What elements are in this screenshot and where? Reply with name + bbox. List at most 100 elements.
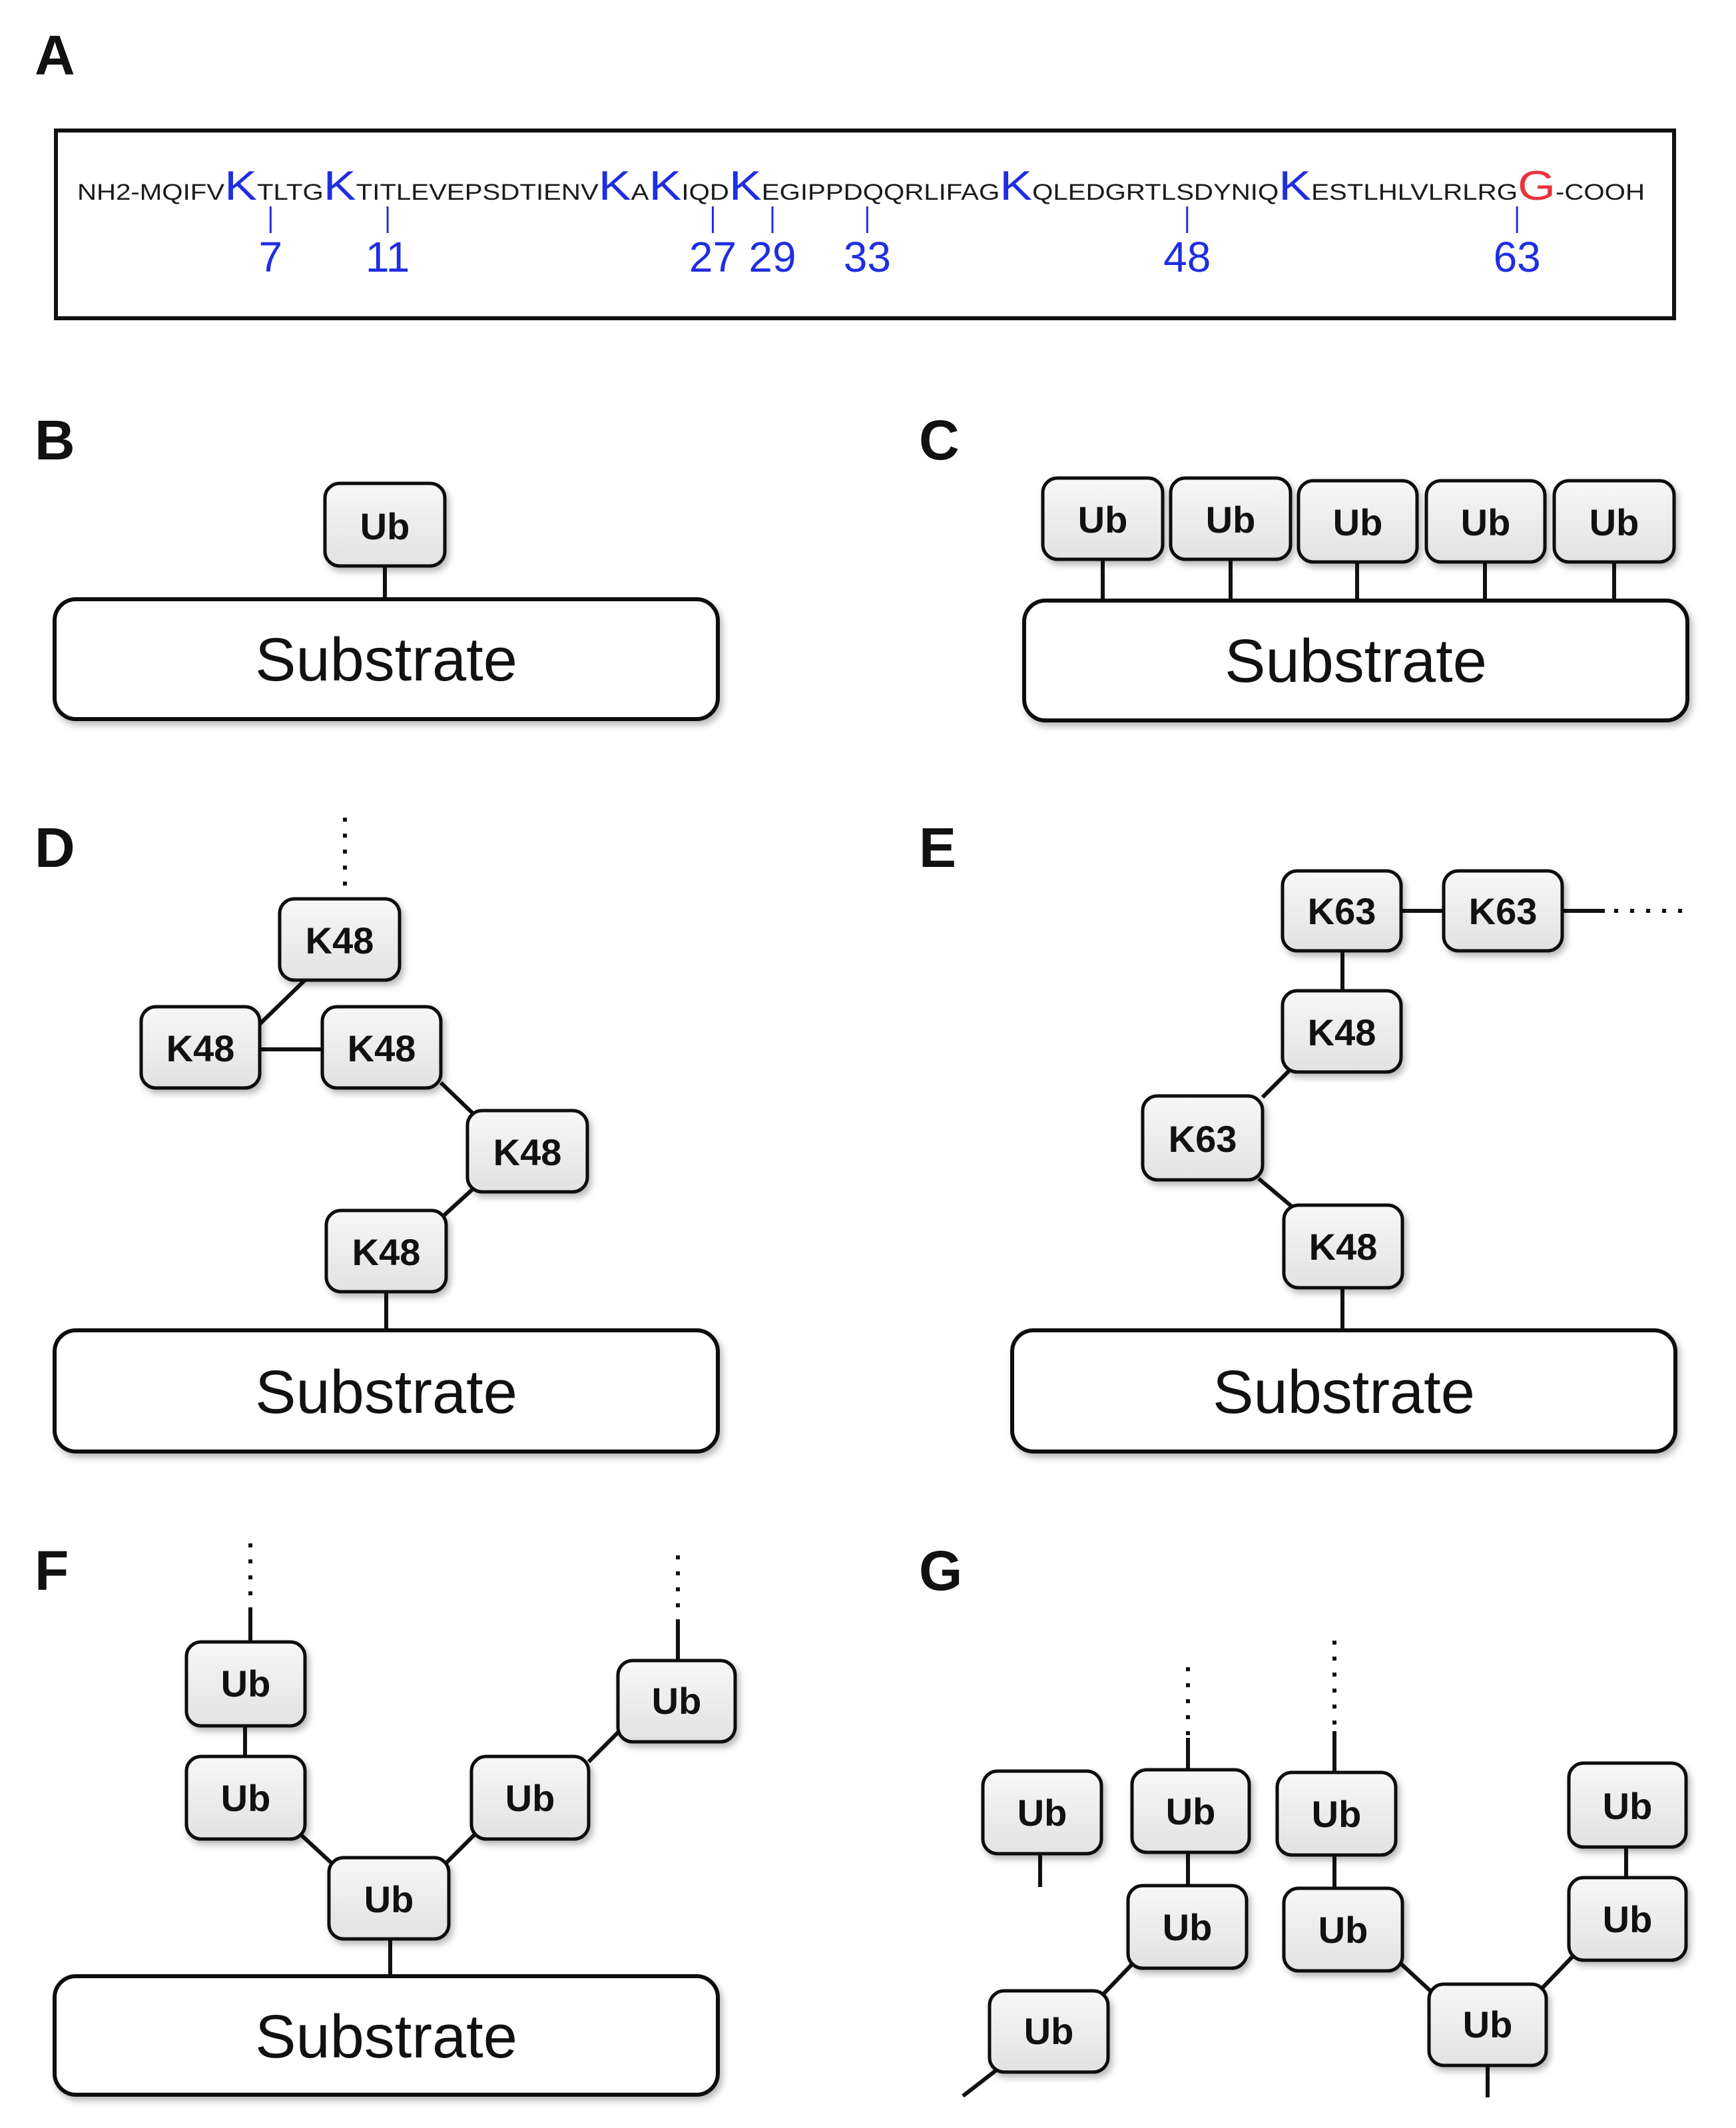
k48-label: K48 [352, 1231, 421, 1273]
ub-box [1130, 1768, 1251, 1854]
link-line [1539, 1954, 1575, 1992]
ub-box [469, 1754, 591, 1841]
link-line [1257, 1177, 1293, 1208]
k48-label: K48 [306, 920, 374, 961]
ub-label: Ub [1590, 501, 1639, 543]
k63-label: K63 [1169, 1118, 1237, 1160]
link-line [441, 1186, 476, 1218]
panel-letter-c: C [919, 409, 960, 471]
ub-box [1567, 1761, 1688, 1849]
lysine-number: 63 [1494, 233, 1541, 281]
panel-d: D K48 K48 K48 K48 K48 Substrate [35, 816, 720, 1454]
link-line [443, 1830, 479, 1866]
lysine-number: 7 [259, 233, 283, 281]
ub-box [981, 1769, 1103, 1856]
ub-label: Ub [505, 1777, 555, 1819]
ub-label: Ub [1463, 2003, 1513, 2045]
ub-label: Ub [1312, 1793, 1362, 1835]
sequence-segment: IQD [681, 180, 728, 205]
ub-label: Ub [1603, 1785, 1653, 1827]
sequence-segment: -COOH [1556, 180, 1645, 205]
k63-ub-box [1442, 869, 1564, 953]
k63-ub-box [1141, 1094, 1265, 1182]
sequence-segment: QLEDGRTLSDYNIQ [1032, 180, 1279, 205]
k48-ub-box [324, 1208, 448, 1294]
k48-label: K48 [493, 1131, 562, 1173]
k48-ub-box [320, 1005, 443, 1090]
link-line [296, 1830, 335, 1866]
lysine-residue: K [324, 163, 356, 209]
substrate-box [1010, 1328, 1677, 1454]
ub-label: Ub [1163, 1906, 1213, 1948]
residue-numbers: 7112729334863Gly-76 [259, 206, 1541, 281]
ub-box [1552, 479, 1676, 564]
k48-ub-box [139, 1005, 262, 1090]
substrate-label: Substrate [255, 626, 517, 694]
substrate-box [53, 1974, 720, 2097]
ub-label: Ub [1318, 1909, 1368, 1951]
k48-label: K48 [1308, 1011, 1376, 1053]
ub-label: Ub [221, 1663, 271, 1705]
k48-label: K48 [1309, 1226, 1378, 1268]
lysine-residue: K [1000, 163, 1032, 209]
panel-c: C Ub Ub Ub Ub Ub Substrate [919, 409, 1689, 722]
substrate-label: Substrate [1213, 1358, 1475, 1426]
ub-label: Ub [1166, 1790, 1216, 1832]
ub-box [1297, 479, 1419, 564]
ub-label: Ub [652, 1680, 702, 1722]
panel-letter-a: A [35, 24, 75, 87]
ub-box [1427, 1982, 1548, 2067]
substrate-label: Substrate [1225, 627, 1487, 695]
link-line [439, 1081, 476, 1117]
sequence-segment: A [631, 180, 649, 205]
ub-label: Ub [360, 505, 410, 547]
lysine-number: 27 [689, 233, 736, 281]
ub-box [323, 481, 447, 568]
ub-box [184, 1640, 307, 1728]
ub-box [184, 1754, 307, 1841]
ub-label: Ub [221, 1777, 271, 1819]
k48-label: K48 [348, 1027, 416, 1069]
substrate-label: Substrate [255, 2003, 517, 2071]
lysine-residue: K [649, 163, 682, 209]
sequence-segment: TLTG [257, 180, 324, 205]
ub-box [616, 1659, 737, 1744]
k48-ub-box [1282, 1203, 1404, 1290]
sequence-frame [54, 129, 1676, 320]
ub-label: Ub [1017, 1792, 1067, 1834]
glycine-residue: G [1518, 163, 1556, 209]
lysine-number: 11 [366, 233, 410, 281]
ub-label: Ub [1333, 501, 1383, 543]
sequence-segment: NH2-MQIFV [77, 180, 224, 205]
panel-g: G Ub Ub Ub [919, 1539, 1688, 2098]
panel-letter-f: F [35, 1539, 69, 1602]
link-line [256, 977, 308, 1027]
link-line [1261, 1067, 1293, 1099]
sequence-segment: EGIPPDQQRLIFAG [762, 180, 1000, 205]
panel-e: E K63 K63 K48 K63 K48 Substrate [919, 816, 1691, 1454]
sequence-segment: TITLEVEPSDTIENV [356, 180, 599, 205]
ub-box [1275, 1770, 1398, 1857]
k63-ub-box [1281, 869, 1403, 953]
k63-label: K63 [1308, 890, 1376, 932]
ub-label: Ub [1206, 499, 1256, 541]
ub-box [988, 1989, 1110, 2074]
ub-box [1424, 479, 1547, 564]
panel-f: F Ub Ub Ub Ub Ub Substrate [35, 1539, 737, 2097]
k48-ub-box [465, 1109, 589, 1194]
ub-label: Ub [1078, 499, 1128, 541]
substrate-label: Substrate [255, 1358, 517, 1426]
link-line [1098, 1961, 1135, 1999]
panel-letter-g: G [919, 1539, 962, 1602]
ub-box [1169, 476, 1293, 561]
substrate-box [53, 1328, 720, 1454]
lysine-number: 29 [748, 233, 796, 281]
lysine-residue: K [729, 163, 762, 209]
lysine-residue: K [224, 163, 257, 209]
ub-label: Ub [1603, 1898, 1653, 1940]
panel-b: B Ub Substrate [35, 409, 720, 721]
ub-label: Ub [1461, 501, 1511, 543]
lysine-number: 33 [844, 233, 891, 281]
